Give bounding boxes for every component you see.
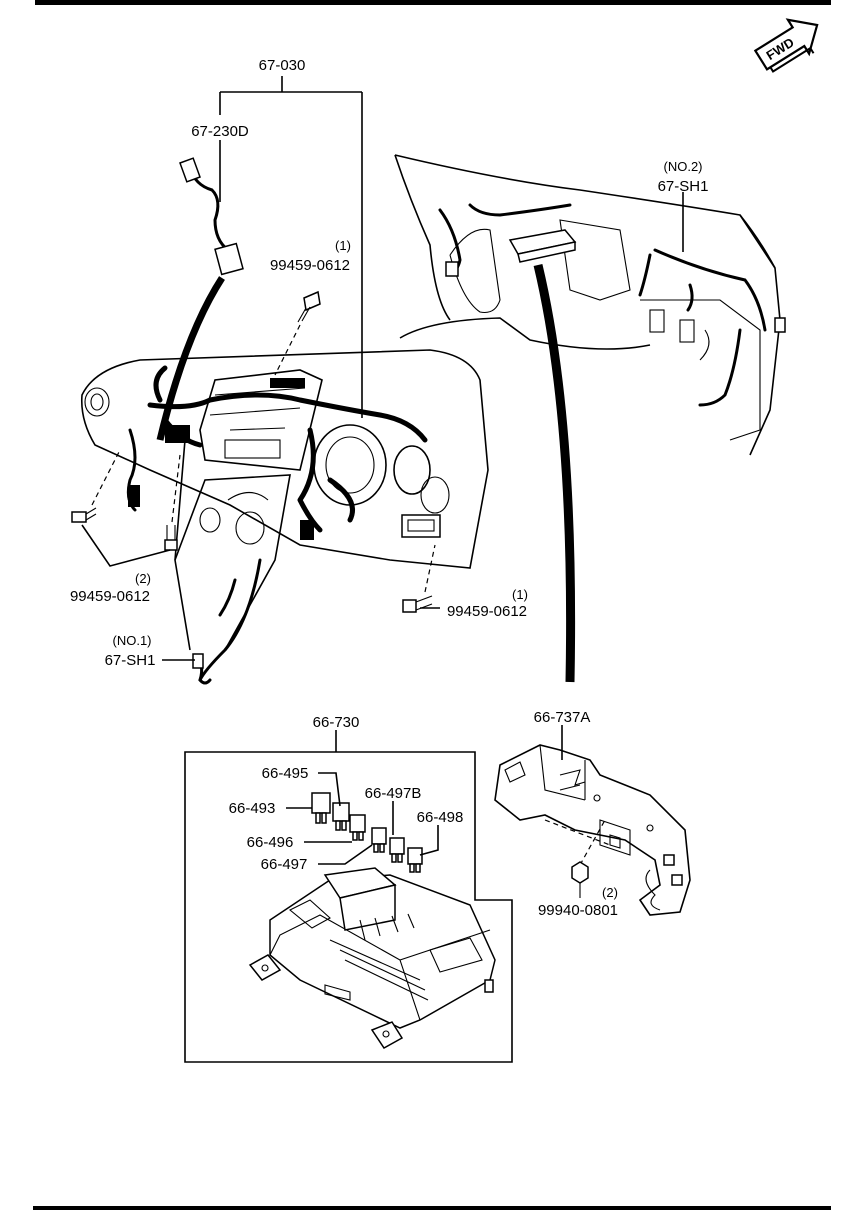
callout-66-730: 66-730: [313, 714, 360, 731]
callout-bolt-top: 99459-0612: [270, 257, 350, 274]
callout-bolt-right: 99459-0612: [447, 603, 527, 620]
fuse-set: [311, 792, 423, 873]
fuse-66-495: [332, 802, 350, 831]
callout-nut: 99940-0801: [538, 902, 618, 919]
callout-bolt-left-qty: (2): [135, 571, 151, 586]
callout-shield-no2-qty: (NO.2): [664, 159, 703, 174]
callout-shield-no1: 67-SH1: [105, 652, 156, 669]
callout-66-497b: 66-497B: [365, 785, 422, 802]
callout-66-495: 66-495: [262, 765, 309, 782]
forward-arrow-icon: FWD: [753, 18, 819, 73]
fwd-badge: FWD: [753, 18, 819, 73]
fuse-block-frame: [184, 751, 513, 1063]
bolt-99459-0612-left-b: [164, 454, 181, 551]
bolt-99459-0612-top: [274, 290, 321, 376]
callout-bolt-right-qty: (1): [512, 587, 528, 602]
fuse-66-496: [349, 814, 366, 841]
callout-67-230D: 67-230D: [191, 123, 249, 140]
shield-no1: [192, 653, 212, 685]
callout-bolt-top-qty: (1): [335, 238, 351, 253]
bottom-border: [33, 1206, 831, 1210]
dashboard-assembly: [80, 349, 489, 682]
callout-66-497: 66-497: [261, 856, 308, 873]
callout-shield-no2: 67-SH1: [658, 178, 709, 195]
bracket-66-737A: [494, 744, 691, 916]
fuse-66-497: [371, 827, 387, 853]
nut-99940-0801: [571, 861, 589, 898]
callout-bolt-left: 99459-0612: [70, 588, 150, 605]
top-border: [35, 0, 831, 5]
bolt-99459-0612-left-a: [71, 449, 121, 523]
junction-box: [248, 867, 496, 1049]
fuse-66-497b: [389, 837, 405, 863]
fuse-66-493: [311, 792, 331, 824]
callout-nut-qty: (2): [602, 885, 618, 900]
callout-shield-no1-qty: (NO.1): [113, 633, 152, 648]
callout-66-496: 66-496: [247, 834, 294, 851]
callout-66-493: 66-493: [229, 800, 276, 817]
callout-67-030: 67-030: [259, 57, 306, 74]
bolt-99459-0612-right: [402, 544, 436, 613]
callout-66-498: 66-498: [417, 809, 464, 826]
leader-lines: [81, 76, 684, 865]
fuse-66-498: [407, 847, 423, 873]
callout-66-737A: 66-737A: [534, 709, 591, 726]
dashboard-interior: [394, 154, 786, 683]
sub-harness-67-230D: [156, 157, 244, 441]
callouts: 67-030 67-230D (1) 99459-0612 (2) 99459-…: [70, 57, 708, 919]
